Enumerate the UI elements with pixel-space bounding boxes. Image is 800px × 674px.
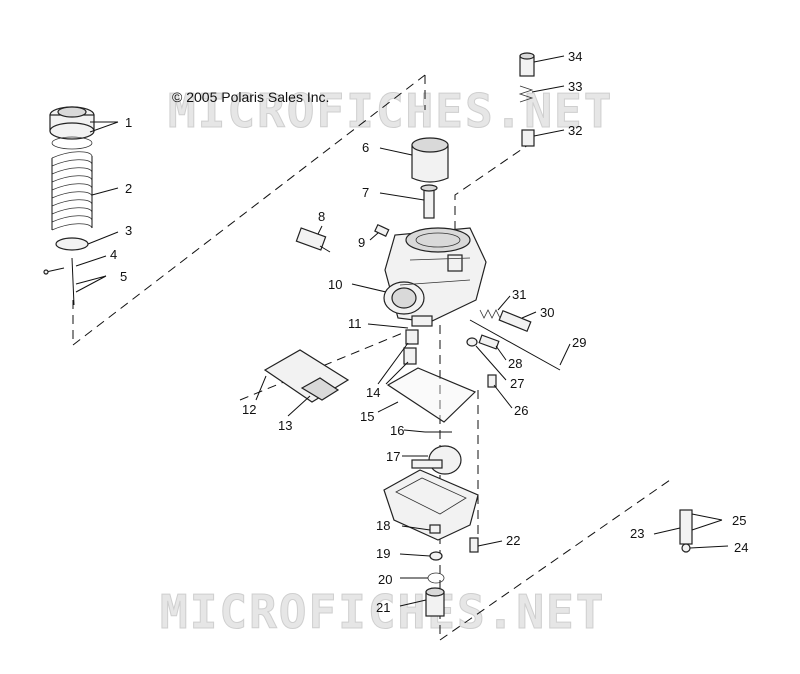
part-screw-26 [487,374,497,388]
callout-17: 17 [386,449,400,464]
part-float [411,445,462,475]
part-seal-19 [429,551,443,561]
callout-30: 30 [540,305,554,320]
callout-9: 9 [358,235,365,250]
part-needle-holder [420,184,438,219]
callout-16: 16 [390,423,404,438]
callout-20: 20 [378,572,392,587]
callout-12: 12 [242,402,256,417]
callout-7: 7 [362,185,369,200]
part-carburetor-body [383,227,487,327]
callout-22: 22 [506,533,520,548]
callout-2: 2 [125,181,132,196]
leader-lines [75,55,729,607]
callout-32: 32 [568,123,582,138]
callout-11: 11 [348,316,362,331]
callout-31: 31 [512,287,526,302]
part-plunger-30 [498,309,532,333]
part-needle [43,257,75,306]
part-retainer [55,237,89,251]
callout-21: 21 [376,600,390,615]
callout-6: 6 [362,140,369,155]
callout-33: 33 [568,79,582,94]
part-bowl-gasket [386,367,477,423]
part-drain-tube [679,509,693,553]
callout-34: 34 [568,49,582,64]
copyright-text: © 2005 Polaris Sales Inc. [172,89,330,105]
callout-29: 29 [572,335,586,350]
callout-8: 8 [318,209,325,224]
part-spring-33 [518,85,534,103]
callout-1: 1 [125,115,132,130]
part-plate [263,349,350,403]
callout-24: 24 [734,540,748,555]
part-pilot-screw-28 [478,334,500,350]
part-fitting-32 [521,129,535,147]
part-drain-screw [425,587,445,617]
part-oring-20 [427,572,445,584]
part-throttle-valve [411,137,449,183]
part-cap [49,106,95,150]
callout-25: 25 [732,513,746,528]
part-float-bowl [383,469,479,541]
part-screw-22 [469,537,479,553]
part-cable-adjuster [295,227,331,253]
callout-5: 5 [120,269,127,284]
callout-14: 14 [366,385,380,400]
part-jets [403,329,419,365]
callout-13: 13 [278,418,292,433]
callout-numbers: 1 2 3 4 5 6 7 8 9 10 11 12 13 14 15 16 1… [110,49,748,615]
callout-28: 28 [508,356,522,371]
part-washer-18 [429,524,441,534]
callout-4: 4 [110,247,117,262]
watermark-bottom: MICROFICHES.NET [159,585,606,640]
part-cap-34 [519,52,535,77]
part-choke-rod [469,319,561,371]
callout-3: 3 [125,223,132,238]
watermark-top: MICROFICHES.NET [167,84,614,139]
part-spring-31 [479,309,501,319]
callout-26: 26 [514,403,528,418]
assembly-lines [72,74,671,641]
part-spring [51,151,93,231]
callout-18: 18 [376,518,390,533]
part-oring-27 [466,337,478,347]
callout-27: 27 [510,376,524,391]
callout-23: 23 [630,526,644,541]
callout-10: 10 [328,277,342,292]
callout-15: 15 [360,409,374,424]
callout-19: 19 [376,546,390,561]
part-screw-9 [374,223,390,237]
